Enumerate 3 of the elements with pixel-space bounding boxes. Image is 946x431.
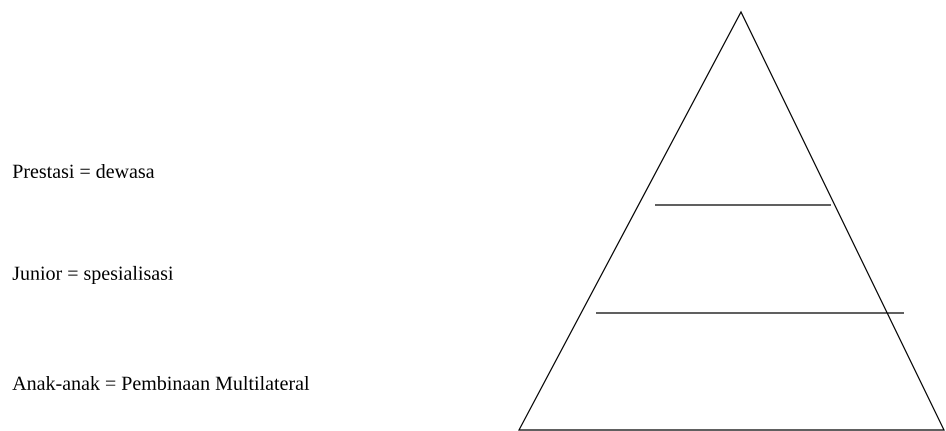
level-label: Anak-anak = Pembinaan Multilateral — [12, 376, 310, 390]
level-label: Prestasi = dewasa — [12, 164, 154, 178]
level-label: Junior = spesialisasi — [12, 266, 174, 284]
